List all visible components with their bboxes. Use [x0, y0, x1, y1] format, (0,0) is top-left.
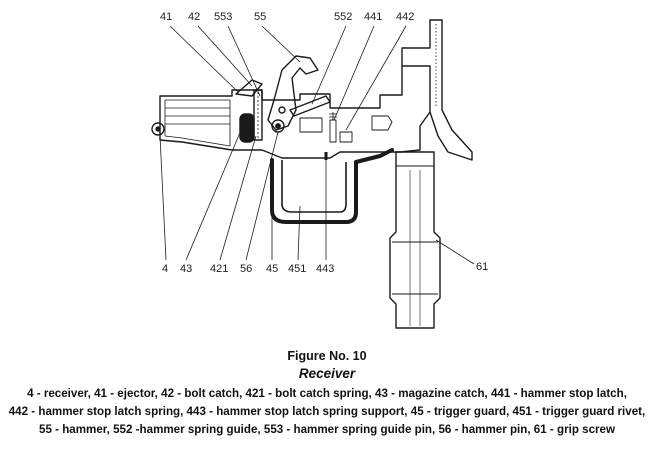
callout-45: 45 [266, 263, 278, 275]
callout-442: 442 [396, 11, 414, 23]
callout-42: 42 [188, 11, 200, 23]
callout-56: 56 [240, 263, 252, 275]
hammer [267, 55, 319, 131]
callout-553: 553 [214, 11, 232, 23]
callout-441: 441 [364, 11, 382, 23]
figure-number: Figure No. 10 [287, 349, 367, 363]
callout-552: 552 [334, 11, 352, 23]
legend-line: 4 - receiver, 41 - ejector, 42 - bolt ca… [27, 387, 627, 400]
bolt-catch [253, 89, 263, 141]
pin-hole-front [151, 122, 165, 136]
callout-41: 41 [160, 11, 172, 23]
trigger-guard [270, 148, 394, 224]
figure-legend: 4 - receiver, 41 - ejector, 42 - bolt ca… [0, 385, 654, 439]
callout-43: 43 [180, 263, 192, 275]
legend-line: 55 - hammer, 552 -hammer spring guide, 5… [39, 423, 615, 436]
figure-title: Receiver [298, 366, 356, 381]
hammer-stop-latch [329, 119, 337, 143]
ejector [235, 79, 263, 97]
callout-443: 443 [316, 263, 334, 275]
legend-line: 442 - hammer stop latch spring, 443 - ha… [8, 405, 646, 418]
grip-column [389, 151, 441, 329]
receiver-diagram: 41 42 553 55 552 441 442 4 43 421 56 45 … [151, 11, 488, 329]
rear-post [401, 19, 473, 161]
callout-451: 451 [288, 263, 306, 275]
callout-55: 55 [254, 11, 266, 23]
callout-61: 61 [476, 261, 488, 273]
callout-4: 4 [162, 263, 168, 275]
callout-421: 421 [210, 263, 228, 275]
hammer-spring-guide [289, 95, 331, 117]
magazine-catch [239, 113, 255, 143]
